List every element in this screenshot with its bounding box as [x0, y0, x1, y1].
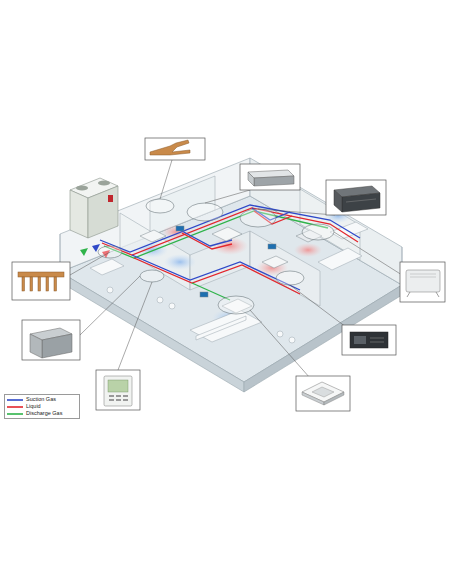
refnet-header [18, 272, 64, 291]
legend-line-sample [7, 405, 23, 409]
callout-rings [98, 199, 334, 314]
legend-entry: Liquid [7, 403, 77, 410]
legend-box: Suction GasLiquidDischarge Gas [4, 394, 80, 419]
indoor-units [140, 201, 350, 313]
legend-entry: Suction Gas [7, 396, 77, 403]
legend-line-sample [7, 398, 23, 402]
furniture [90, 222, 368, 343]
air-handling-unit [30, 328, 72, 358]
refrigerant-pipes [100, 205, 360, 300]
building [60, 158, 402, 392]
convector-heater [406, 270, 440, 297]
legend-label: Discharge Gas [26, 410, 62, 417]
remote-controller [104, 376, 132, 406]
leader-lines [70, 160, 402, 378]
rack-unit [350, 332, 388, 348]
legend-label: Liquid [26, 403, 41, 410]
refnet-joint [150, 140, 190, 155]
legend-line-sample [7, 412, 23, 416]
ducted-unit [248, 170, 380, 212]
outdoor-unit [70, 178, 118, 238]
legend-label: Suction Gas [26, 396, 56, 403]
air-flow [136, 209, 352, 327]
callout-boxes [12, 138, 445, 411]
legend-entry: Discharge Gas [7, 410, 77, 417]
ceiling-cassette [302, 382, 344, 405]
